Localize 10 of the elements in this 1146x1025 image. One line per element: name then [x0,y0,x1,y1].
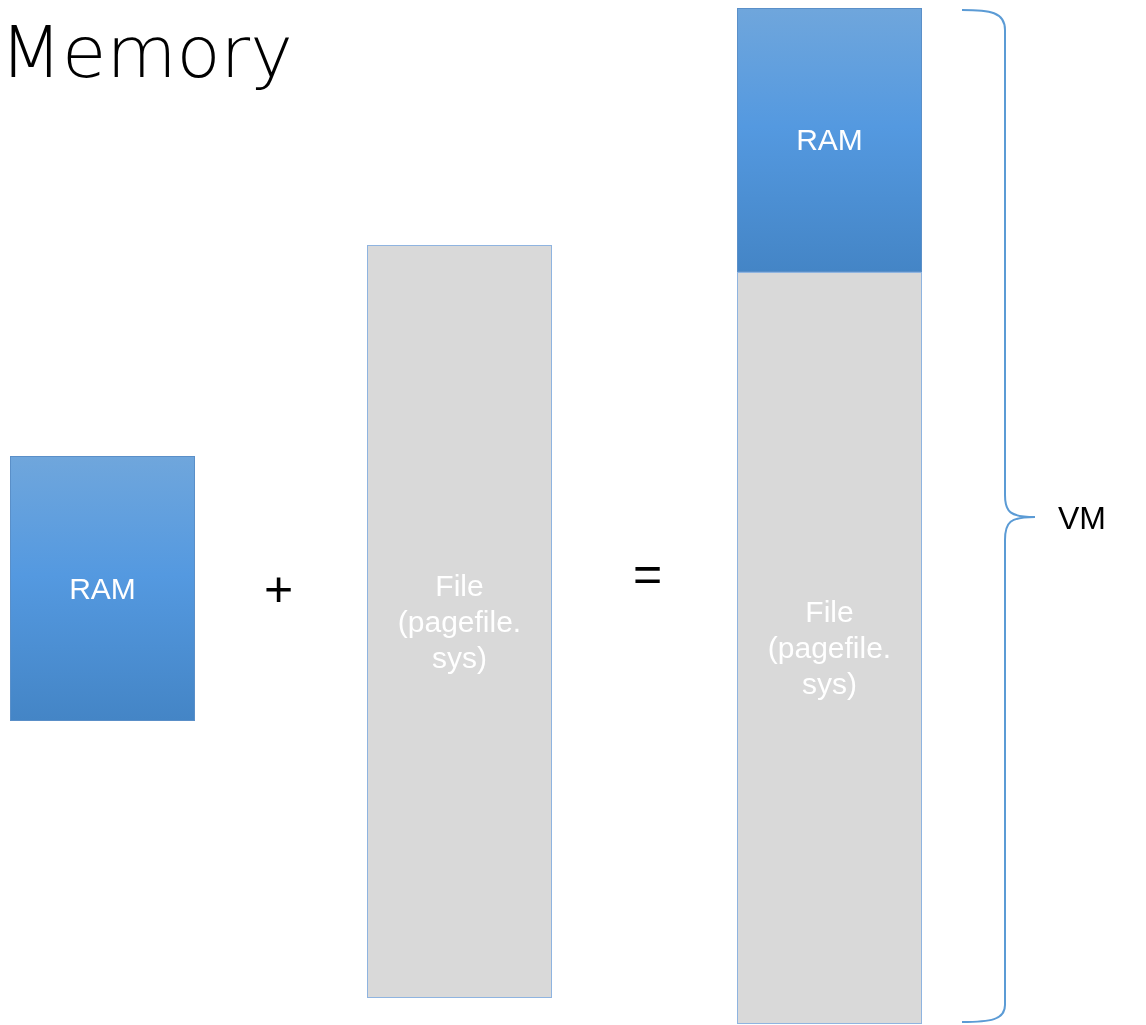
file-block [367,245,552,998]
brace-label: VM [1058,500,1106,537]
ram-block [737,8,922,272]
title: Memory [0,10,293,94]
ram-block [10,456,195,721]
block-label: RAM [796,122,863,158]
file-block [737,272,922,1024]
plus-sign: + [264,560,294,618]
block-label: RAM [69,570,136,607]
equals-sign: = [633,545,663,603]
